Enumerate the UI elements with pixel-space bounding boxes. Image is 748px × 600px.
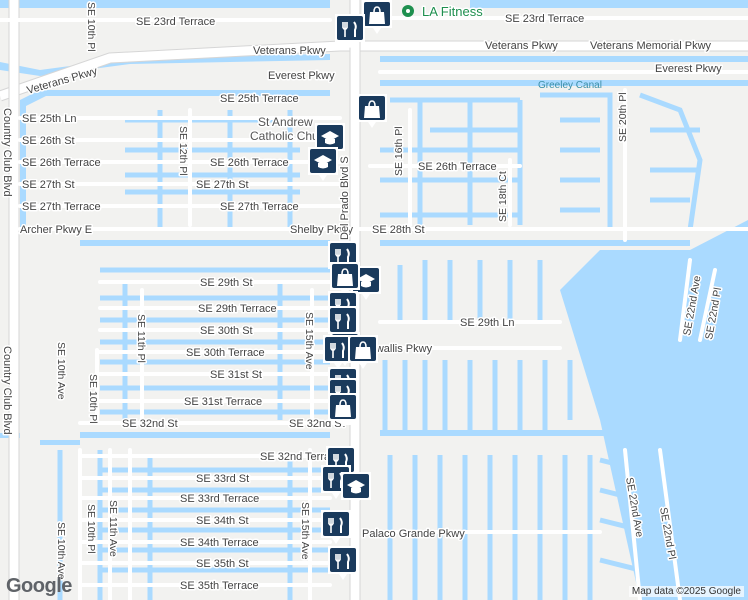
shopping-bag-icon [364,100,380,118]
poi-label: St Andrew [258,115,313,129]
street-label: SE 34th Terrace [180,537,259,549]
street-label: Veterans Pkwy [253,45,326,57]
restaurant-icon [328,517,343,533]
map-marker-school[interactable] [341,472,371,506]
map-marker-restaurant[interactable] [335,14,365,48]
street-labels: SE 23rd Terrace SE 23rd Terrace Veterans… [0,1,726,594]
street-label: SE 31st Terrace [184,396,262,408]
street-label: SE 35th St [196,558,249,570]
street-label: SE 15th Ave [299,502,311,560]
shopping-bag-icon [355,341,371,359]
street-label: Archer Pkwy E [20,224,92,236]
street-label: SE 26th Terrace [22,157,101,169]
street-label: SE 29th Ln [460,317,514,329]
street-label: Veterans Pkwy [485,40,558,52]
street-label: SE 34th St [196,515,249,527]
street-label: SE 18th Ct [497,171,509,222]
street-label: Veterans Memorial Pkwy [590,40,712,52]
street-label: SE 33rd Terrace [180,493,259,505]
street-label: SE 30th Terrace [186,347,265,359]
map-marker-restaurant[interactable] [321,510,351,544]
street-label: SE 33rd St [196,473,249,485]
map-marker-restaurant[interactable] [323,335,353,369]
restaurant-icon [333,453,348,469]
markers-layer [308,0,392,580]
restaurant-icon [335,553,350,569]
street-label: SE 10th Pl [87,374,99,424]
street-label: SE 32nd St [122,418,178,430]
restaurant-icon [335,248,350,264]
street-label: Everest Pkwy [268,70,335,82]
street-label: SE 25th Ln [22,113,76,125]
street-label: SE 29th Terrace [198,303,277,315]
street-label: SE 29th St [200,277,253,289]
street-label: SE 35th Terrace [180,580,259,592]
street-label: Everest Pkwy [655,63,722,75]
restaurant-icon [342,21,357,37]
street-label: SE 15th Ave [303,312,315,370]
water-label: Greeley Canal [538,80,602,91]
school-icon [314,155,332,169]
street-label: SE 27th Terrace [22,201,101,213]
google-logo[interactable]: Google [6,575,72,597]
map-marker-shopping-bag[interactable] [330,262,360,296]
map-marker-shopping-bag[interactable] [328,393,358,427]
street-label: SE 10th Ave [55,522,67,580]
roads-minor [0,16,748,600]
street-label: SE 26th Terrace [210,157,289,169]
map-marker-shopping-bag[interactable] [362,0,392,34]
shopping-bag-icon [337,268,353,286]
map-marker-restaurant[interactable] [328,546,358,580]
street-label: SE 11th Pl [135,314,147,363]
street-label: SE 12th Pl [177,126,189,176]
street-label: SE 31st St [210,369,262,381]
map-marker-restaurant[interactable] [328,306,358,340]
school-icon [321,131,339,145]
street-label: SE 26th Terrace [418,161,497,173]
poi-label: Catholic Church [250,129,335,143]
street-label: Country Club Blvd [1,108,13,197]
poi-label: LA Fitness [422,4,483,19]
street-label: SE 30th St [200,325,253,337]
map-marker-school[interactable] [308,147,338,181]
street-label: Country Club Blvd [1,346,13,435]
street-label: SE 27th Terrace [220,201,299,213]
street-label: SE 20th Pl [617,92,629,142]
street-label: Shelby Pkwy [290,224,353,236]
shopping-bag-icon [335,399,351,417]
street-label: SE 27th St [196,179,249,191]
street-label: SE 16th Pl [393,126,405,176]
street-label: SE 10th Pl [85,2,97,52]
map-marker-shopping-bag[interactable] [348,335,378,369]
street-label: SE 10th Pl [85,504,97,554]
street-label: SE 23rd Terrace [505,13,584,25]
street-label: SE 11th Ave [107,500,119,557]
shopping-bag-icon [369,6,385,24]
street-label: SE 10th Ave [55,342,67,400]
street-label: SE 26th St [22,135,75,147]
map-marker-shopping-bag[interactable] [357,94,387,128]
restaurant-icon [330,342,345,358]
street-label: Del Prado Blvd S [339,156,351,240]
street-label: SE 32nd Terrace [260,451,342,463]
street-label: SE 25th Terrace [220,93,299,105]
map-attribution[interactable]: Map data ©2025 Google [628,586,744,597]
school-icon [357,274,375,288]
street-label: SE 28th St [372,224,425,236]
poi-st-andrew[interactable]: St Andrew Catholic Church [249,114,337,145]
street-label: SE 27th St [22,179,75,191]
street-label: Palaco Grande Pkwy [362,528,465,540]
street-label: SE 23rd Terrace [136,16,215,28]
poi-la-fitness[interactable]: LA Fitness [402,3,485,21]
restaurant-icon [335,313,350,329]
school-icon [347,480,365,494]
